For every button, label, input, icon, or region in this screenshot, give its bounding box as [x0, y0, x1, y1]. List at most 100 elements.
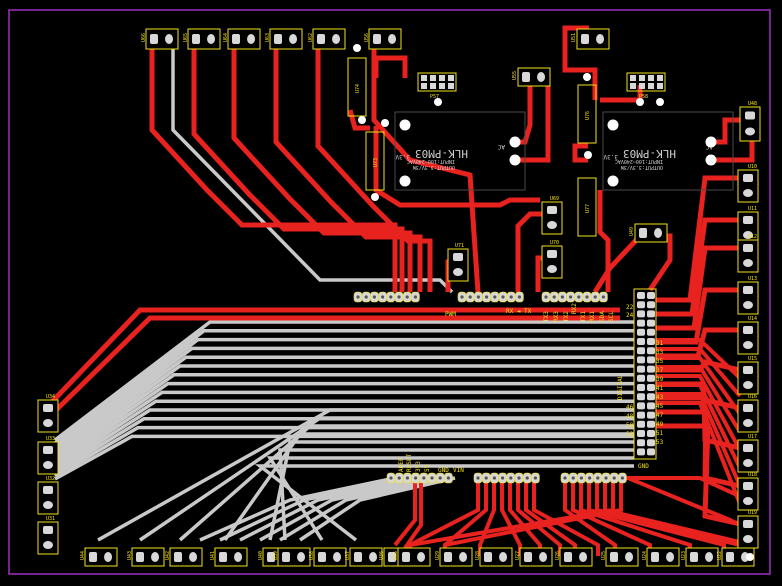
component-label: U39: [273, 551, 279, 560]
component-label: U23: [681, 551, 687, 560]
component-u28: U28: [475, 547, 513, 567]
component-label: U13: [748, 276, 757, 282]
component-label: U49: [629, 227, 635, 236]
trace-grey-left-7: [54, 381, 634, 463]
component-label: U62: [308, 33, 314, 42]
trace-bottom-r1: [620, 476, 749, 502]
component-u25: U25: [601, 547, 639, 567]
trace-u77: [597, 190, 611, 292]
trace-grey-bot-3: [223, 432, 634, 542]
module-pad: [705, 136, 717, 148]
header-comm: [541, 291, 608, 303]
trace-left-1: [46, 315, 620, 420]
component-u27: U27: [515, 547, 553, 567]
trace-grey-left-1: [53, 329, 634, 445]
p41-label: 41: [656, 385, 664, 392]
sda-label: SDA: [599, 311, 606, 322]
trace-dig-1: [656, 347, 742, 398]
header-digital: [633, 288, 657, 460]
module-input-right: INPUT:100~240VAC: [615, 158, 663, 164]
p39-label: 39: [656, 376, 664, 383]
trace-u51: [562, 25, 598, 100]
pwm-label: PWM: [445, 311, 456, 318]
component-u35: U35: [393, 547, 431, 567]
component-label: U34: [46, 394, 55, 400]
component-u13: U13: [737, 276, 759, 315]
component-label: U17: [748, 434, 757, 440]
module-pad: [607, 119, 619, 131]
svg-text:U74: U74: [355, 84, 361, 93]
digital-label: DIGITAL: [617, 374, 624, 400]
component-u63: U63: [265, 28, 303, 50]
component-u64: U64: [223, 28, 261, 50]
power-module-left: HLK-PM03 INPUT:100~240VAC OUTPUT:3.3V/3W…: [394, 111, 526, 191]
trace-u49: [592, 234, 642, 294]
trace-grey-pow-2: [259, 476, 432, 542]
component-label: U25: [601, 551, 607, 560]
via: [656, 98, 664, 106]
trace-grey-pow-3: [239, 476, 420, 542]
component-u49: U49: [629, 223, 668, 243]
component-label: U27: [515, 551, 521, 560]
svg-text:U76: U76: [585, 111, 591, 120]
component-label: U32: [46, 476, 55, 482]
component-u19: U19: [737, 510, 759, 549]
component-label: U51: [571, 33, 577, 42]
component-label: U64: [223, 33, 229, 42]
component-u73: U73: [365, 131, 385, 191]
header-labels: PWM RX ◄ TX TX3 RX3 TX2 RX2 TX1 RX1 SDA …: [398, 303, 664, 474]
scl-label: SCL: [608, 311, 615, 322]
component-u39: U39: [273, 547, 311, 567]
component-label: U35: [393, 551, 399, 560]
header-pwm-high: [353, 291, 420, 303]
trace-dig-0: [656, 338, 742, 380]
component-u31: U31: [37, 516, 59, 555]
trace-u69: [515, 211, 552, 292]
trace-relay-3: [373, 126, 540, 208]
component-u17: U17: [737, 434, 759, 473]
rx3-label: RX3: [553, 311, 560, 322]
component-u42: U42: [165, 547, 203, 567]
p48-label: 48: [626, 413, 634, 420]
component-u12: U12: [737, 234, 759, 273]
trace-dig-5: [656, 383, 742, 469]
p52-label: 52: [626, 431, 634, 438]
p33-label: 33: [656, 349, 664, 356]
p53-label: 53: [656, 439, 664, 446]
component-u38: U38: [309, 547, 347, 567]
component-label: U38: [309, 551, 315, 560]
component-label: U36: [379, 551, 385, 560]
trace-right-2: [656, 245, 740, 331]
component-label: U24: [642, 551, 648, 560]
component-label: U70: [550, 240, 559, 246]
trace-grey-left-0: [53, 320, 634, 442]
trace-grey-pow-0: [299, 476, 456, 542]
svg-text:P57: P57: [430, 94, 439, 100]
trace-grey-pow-5: [199, 476, 396, 542]
via: [636, 98, 644, 106]
trace-right-9: [656, 423, 741, 527]
module-name-right: HLK-PM03: [623, 147, 676, 160]
component-label: U55: [512, 71, 518, 80]
component-u22: U22: [717, 547, 755, 567]
module-name-left: HLK-PM03: [415, 147, 468, 160]
module-pad: [399, 175, 411, 187]
component-u62: U62: [308, 28, 346, 50]
component-label: U29: [435, 551, 441, 560]
via: [371, 193, 379, 201]
p37-label: 37: [656, 367, 664, 374]
module-pad: [705, 154, 717, 166]
board-outline: [8, 9, 771, 575]
component-label: U69: [550, 196, 559, 202]
component-u18: U18: [737, 472, 759, 511]
via: [434, 98, 442, 106]
trace-left-0: [46, 307, 620, 408]
trace-grey-left-2: [53, 337, 634, 448]
v33-label: 3V3: [415, 461, 422, 472]
trace-grey-bot-0: [97, 408, 634, 542]
rxtx-label: RX ◄ TX: [506, 308, 532, 315]
p49-label: 49: [656, 421, 664, 428]
trace-grey-pow-1: [279, 476, 444, 542]
component-u34: U34: [37, 394, 59, 433]
